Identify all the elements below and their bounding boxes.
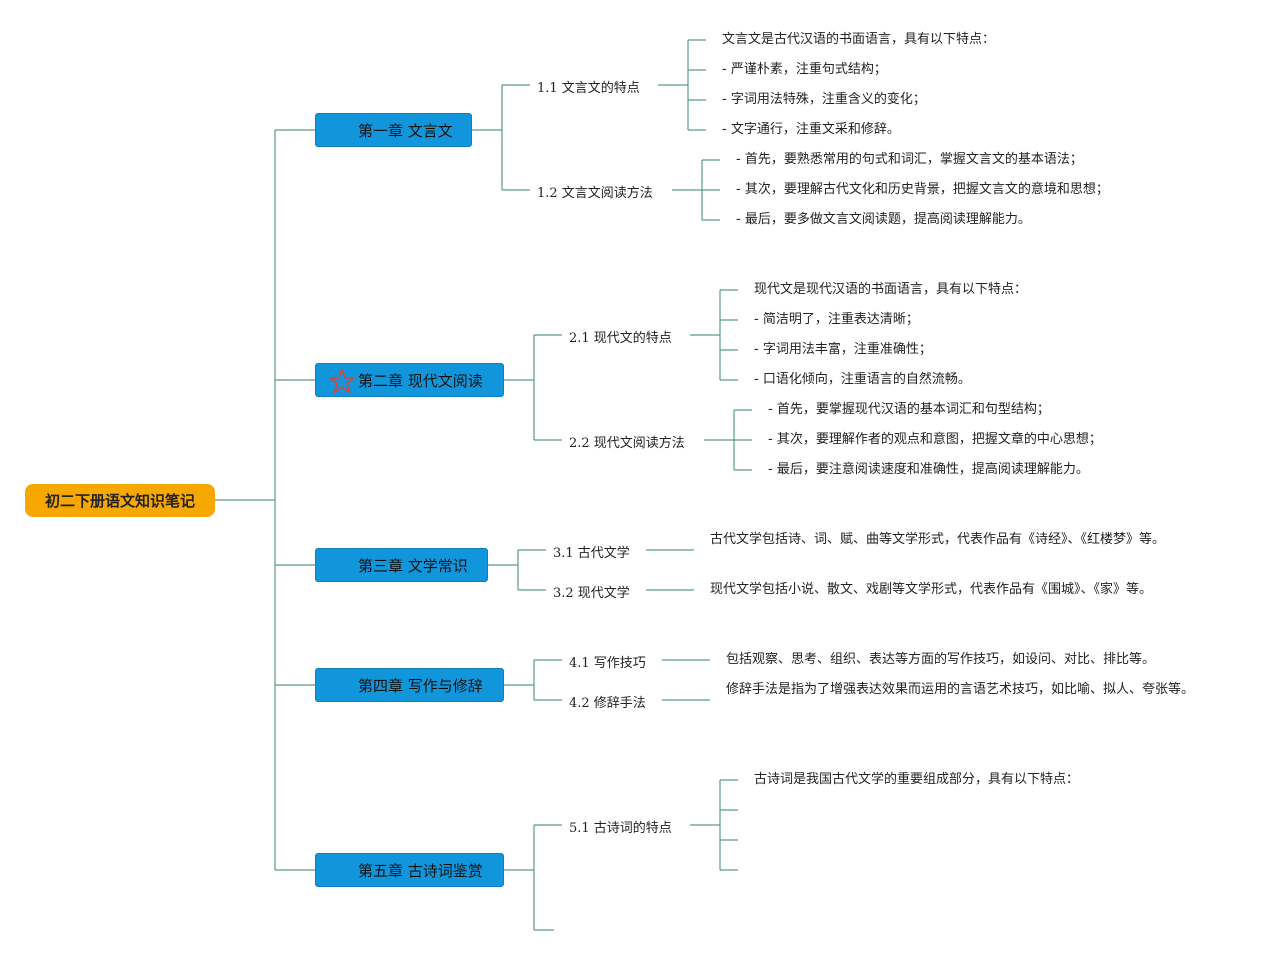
leaf-1-1-3[interactable]: - 字词用法特殊，注重含义的变化； bbox=[722, 92, 926, 107]
chapter-4-node[interactable]: 第四章 写作与修辞 bbox=[315, 668, 504, 702]
leaf-2-2-1[interactable]: - 首先，要掌握现代汉语的基本词汇和句型结构； bbox=[768, 402, 1050, 417]
chapter-5-node[interactable]: 第五章 古诗词鉴赏 bbox=[315, 853, 504, 887]
chapter-3-title: 第三章 文学常识 bbox=[358, 556, 468, 575]
leaf-1-2-1[interactable]: - 首先，要熟悉常用的句式和词汇，掌握文言文的基本语法； bbox=[736, 152, 1083, 167]
section-3-1[interactable]: 3.1 古代文学 bbox=[553, 546, 630, 561]
leaf-1-1-4[interactable]: - 文字通行，注重文采和修辞。 bbox=[722, 122, 900, 137]
leaf-5-1-1[interactable]: 古诗词是我国古代文学的重要组成部分，具有以下特点： bbox=[754, 772, 1080, 787]
chapter-3-node[interactable]: 第三章 文学常识 bbox=[315, 548, 488, 582]
leaf-2-2-2[interactable]: - 其次，要理解作者的观点和意图，把握文章的中心思想； bbox=[768, 432, 1102, 447]
leaf-3-2-1[interactable]: 现代文学包括小说、散文、戏剧等文学形式，代表作品有《围城》、《家》等。 bbox=[710, 582, 1153, 597]
chapter-2-node[interactable]: 第二章 现代文阅读 bbox=[315, 363, 504, 397]
star-icon bbox=[329, 368, 355, 394]
leaf-1-2-2[interactable]: - 其次，要理解古代文化和历史背景，把握文言文的意境和思想； bbox=[736, 182, 1109, 197]
section-5-1[interactable]: 5.1 古诗词的特点 bbox=[569, 821, 672, 836]
leaf-1-1-1[interactable]: 文言文是古代汉语的书面语言，具有以下特点： bbox=[722, 32, 996, 47]
chapter-4-title: 第四章 写作与修辞 bbox=[358, 676, 483, 695]
leaf-2-1-1[interactable]: 现代文是现代汉语的书面语言，具有以下特点： bbox=[754, 282, 1028, 297]
section-1-2[interactable]: 1.2 文言文阅读方法 bbox=[537, 186, 653, 201]
section-1-1[interactable]: 1.1 文言文的特点 bbox=[537, 81, 640, 96]
leaf-1-1-2[interactable]: - 严谨朴素，注重句式结构； bbox=[722, 62, 887, 77]
root-node[interactable]: 初二下册语文知识笔记 bbox=[25, 484, 215, 517]
section-4-1[interactable]: 4.1 写作技巧 bbox=[569, 656, 646, 671]
leaf-2-1-3[interactable]: - 字词用法丰富，注重准确性； bbox=[754, 342, 932, 357]
leaf-2-2-3[interactable]: - 最后，要注意阅读速度和准确性，提高阅读理解能力。 bbox=[768, 462, 1089, 477]
chapter-1-title: 第一章 文言文 bbox=[358, 121, 453, 140]
leaf-4-1-1[interactable]: 包括观察、思考、组织、表达等方面的写作技巧，如设问、对比、排比等。 bbox=[726, 652, 1156, 667]
section-3-2[interactable]: 3.2 现代文学 bbox=[553, 586, 630, 601]
leaf-2-1-4[interactable]: - 口语化倾向，注重语言的自然流畅。 bbox=[754, 372, 971, 387]
chapter-2-title: 第二章 现代文阅读 bbox=[358, 371, 483, 390]
leaf-4-2-1[interactable]: 修辞手法是指为了增强表达效果而运用的言语艺术技巧，如比喻、拟人、夸张等。 bbox=[726, 682, 1195, 697]
chapter-5-title: 第五章 古诗词鉴赏 bbox=[358, 861, 483, 880]
section-2-2[interactable]: 2.2 现代文阅读方法 bbox=[569, 436, 685, 451]
leaf-3-1-1[interactable]: 古代文学包括诗、词、赋、曲等文学形式，代表作品有《诗经》、《红楼梦》等。 bbox=[710, 532, 1166, 547]
section-2-1[interactable]: 2.1 现代文的特点 bbox=[569, 331, 672, 346]
chapter-1-node[interactable]: 第一章 文言文 bbox=[315, 113, 472, 147]
leaf-1-2-3[interactable]: - 最后，要多做文言文阅读题，提高阅读理解能力。 bbox=[736, 212, 1031, 227]
leaf-2-1-2[interactable]: - 简洁明了，注重表达清晰； bbox=[754, 312, 919, 327]
section-4-2[interactable]: 4.2 修辞手法 bbox=[569, 696, 646, 711]
